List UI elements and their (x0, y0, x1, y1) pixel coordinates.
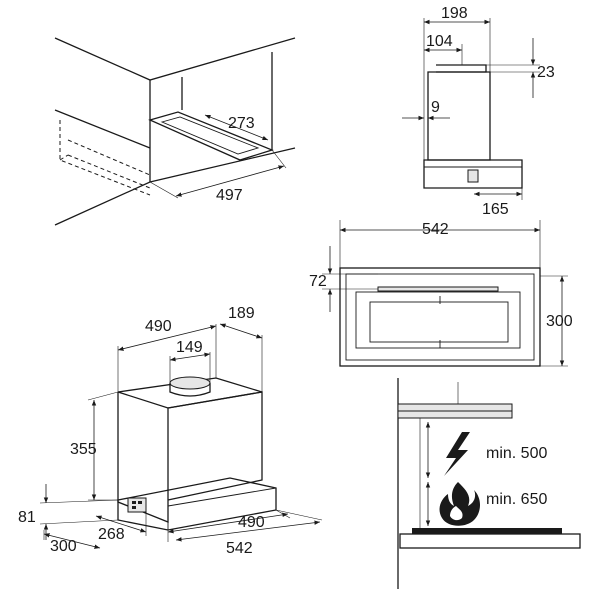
cabinet-hidden-line-b (67, 139, 151, 176)
front-view: 542 72 300 (309, 220, 573, 367)
dim-side-inset: 9 (431, 99, 440, 116)
hood-front-face (167, 391, 263, 501)
dim-line-iso-outlet (169, 352, 211, 362)
dim-front-width: 542 (422, 221, 449, 238)
dim-line-iso-base-depth (43, 533, 101, 549)
dim-line-iso-depth (219, 323, 263, 339)
dim-front-depth: 72 (309, 273, 327, 290)
cabinet-opening-inner (160, 116, 260, 155)
dim-cab-width: 497 (216, 187, 243, 204)
cabinet-hidden-line-c (67, 154, 151, 189)
hood-outlet-ring (169, 383, 211, 397)
dim-side-width: 198 (441, 5, 468, 22)
dim-cab-depth: 273 (228, 115, 255, 132)
hood-isometric-view: 490 189 149 355 81 300 268 490 (18, 305, 323, 557)
cabinet-hidden-line-d (59, 154, 69, 161)
clearance-electric-label: min. 500 (486, 445, 547, 462)
clearance-gas-label: min. 650 (486, 491, 547, 508)
dim-line-cab-width (175, 165, 285, 197)
front-filter-inner (369, 301, 509, 343)
front-outer-frame (339, 267, 541, 367)
hood-button-3 (132, 506, 136, 509)
dim-line-iso-bottom-total (175, 520, 321, 542)
dim-side-base: 165 (482, 201, 509, 218)
side-control-knob (467, 169, 479, 183)
ext-cab-width-left (149, 181, 179, 199)
dim-iso-base-depth: 300 (50, 538, 77, 555)
cabinet-top-edge (54, 37, 296, 81)
dim-iso-height: 355 (70, 441, 97, 458)
dim-side-collar: 23 (537, 64, 555, 81)
clearance-view: min. 500 min. 650 (397, 378, 581, 589)
dim-iso-outlet: 149 (176, 339, 203, 356)
hood-base-top-edge (167, 487, 277, 507)
cabinet-side-edge (54, 109, 151, 149)
front-inner-frame (345, 273, 535, 361)
hood-button-1 (132, 501, 136, 504)
dim-iso-base-h: 81 (18, 509, 36, 526)
dim-line-iso-bottom-w (167, 512, 289, 534)
dim-iso-depth: 189 (228, 305, 255, 322)
hood-control-panel (127, 497, 147, 513)
lightning-bolt-icon (444, 432, 470, 476)
dim-side-outlet: 104 (426, 33, 453, 50)
ext-iso-height-top (87, 391, 119, 401)
side-outlet-collar (436, 64, 487, 73)
dim-iso-width: 490 (145, 318, 172, 335)
clearance-cooktop (399, 533, 581, 549)
cabinet-bottom-edge (54, 147, 296, 226)
ext-iso-base-top (39, 499, 119, 504)
dim-iso-bottom-w: 490 (238, 514, 265, 531)
dim-iso-bottom-total: 542 (226, 540, 253, 557)
dim-front-height: 300 (546, 313, 573, 330)
side-hood-body (427, 71, 491, 161)
flame-icon (439, 482, 480, 526)
dim-line-iso-width (117, 325, 217, 351)
dim-line-cab-depth (204, 114, 269, 141)
ext-iso-bottom-total (275, 509, 323, 521)
ext-cab-width-right (271, 149, 287, 169)
ext-iso-base-bottom (39, 519, 119, 525)
dim-iso-module: 268 (98, 526, 125, 543)
flame-icon-core (450, 506, 463, 521)
dim-line-iso-module (95, 515, 147, 533)
clearance-burner (412, 528, 562, 534)
front-filter-outer (355, 291, 521, 349)
hood-button-2 (138, 501, 142, 504)
cabinet-view: 273 497 (54, 37, 296, 226)
side-view: 198 104 23 9 165 (402, 5, 555, 218)
front-light-bar (377, 286, 499, 292)
hood-outlet-ring-top (169, 376, 211, 390)
cabinet-hidden-line-a (59, 120, 151, 196)
